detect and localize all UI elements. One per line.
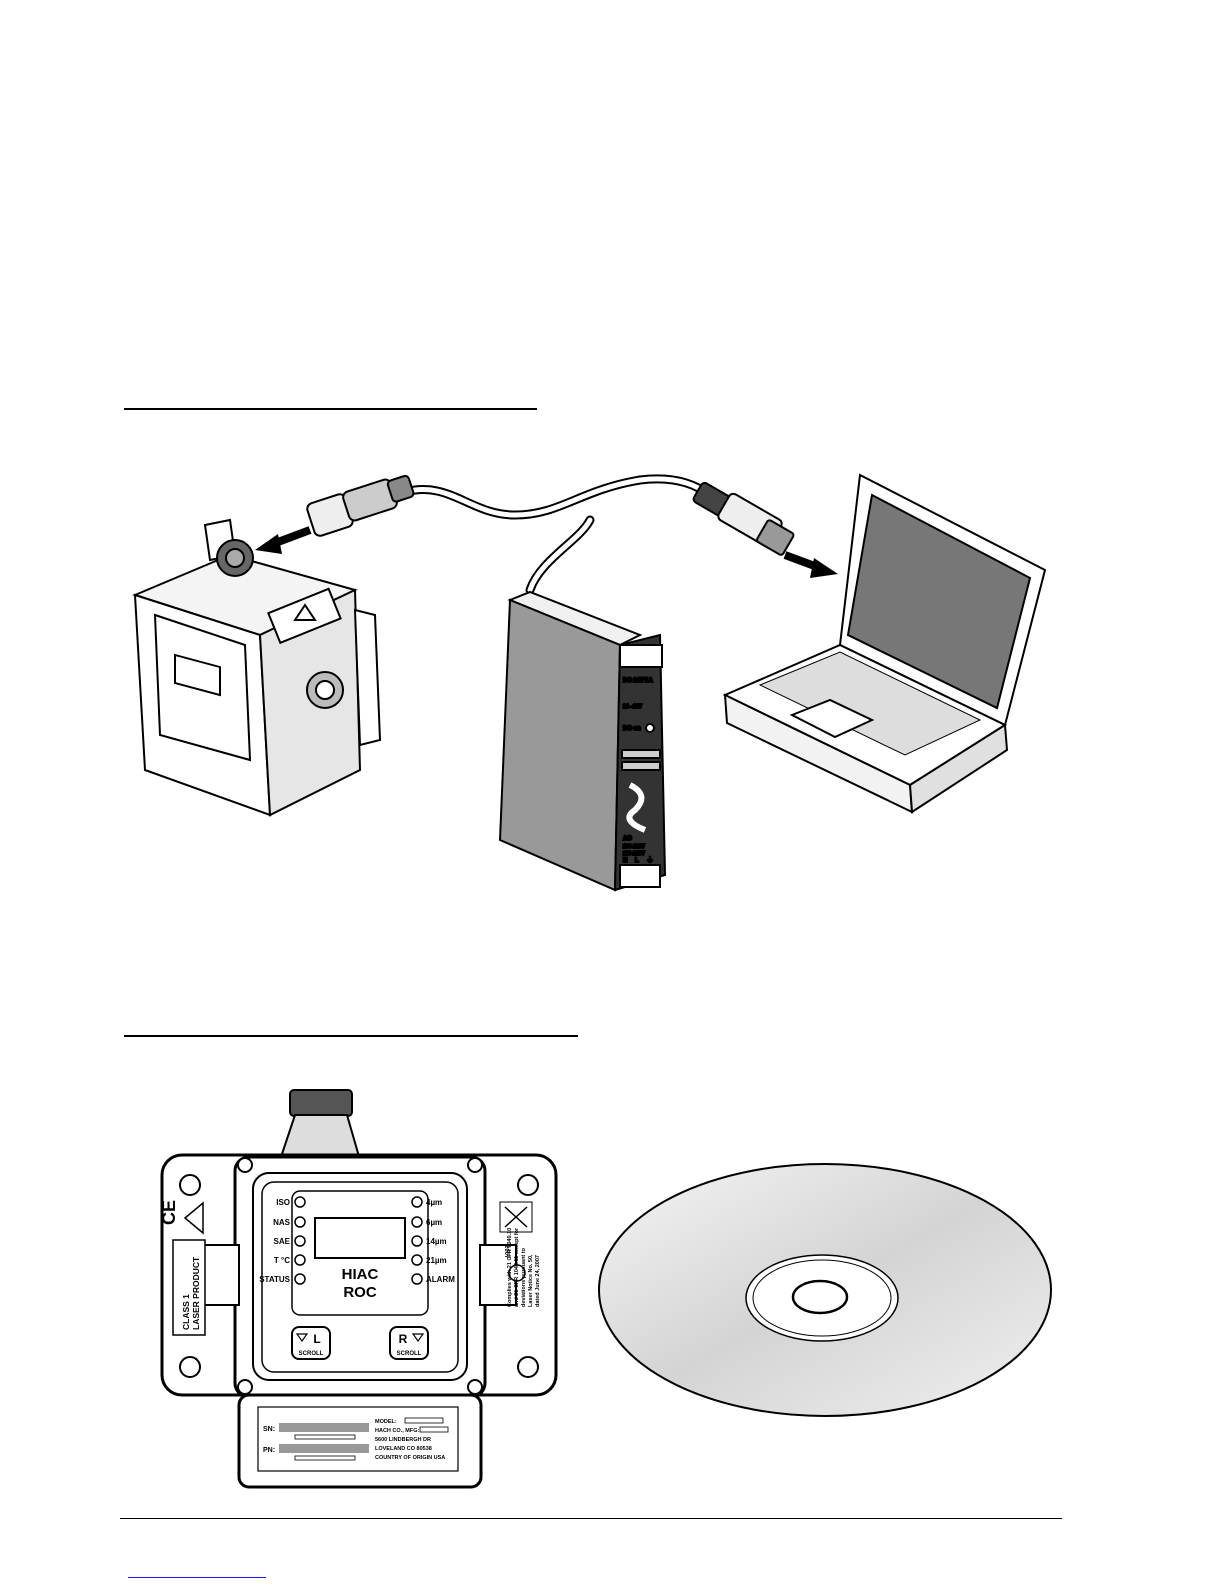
led-nas — [294, 1216, 306, 1228]
arrow-to-laptop-icon — [783, 551, 838, 578]
dc-voltage-label: DC 24V — [623, 678, 644, 684]
sensor-unit — [132, 518, 382, 817]
led-label-4um: 4µm — [426, 1198, 442, 1207]
led-21um — [411, 1254, 423, 1266]
terminal-ground: ⏚ — [647, 857, 653, 864]
led-label-sae: SAE — [274, 1237, 291, 1246]
terminal-l: L — [635, 858, 639, 864]
led-label-iso: ISO — [276, 1198, 290, 1207]
led-label-nas: NAS — [273, 1218, 291, 1227]
compliance-line-5: dated June 24, 2007 — [535, 1255, 541, 1307]
pn-label: PN: — [263, 1447, 275, 1454]
left-scroll-label: SCROLL — [299, 1351, 324, 1357]
led-iso — [294, 1196, 306, 1208]
laptop — [722, 473, 1047, 814]
ac-label: AC — [623, 836, 632, 842]
compliance-line-1: Complies with 21 CFR 1040.10 — [507, 1228, 513, 1307]
db9-connector — [692, 481, 795, 556]
ce-mark-icon: CE — [159, 1200, 179, 1225]
led-6um — [411, 1216, 423, 1228]
left-button-letter: L — [313, 1332, 320, 1346]
laser-product-label — [172, 1239, 206, 1336]
connection-illustration: DC 24V 1A 24 - 28V DC on AC 100-120V 200… — [132, 473, 1047, 892]
led-status — [294, 1273, 306, 1285]
right-scroll-label: SCROLL — [397, 1351, 422, 1357]
m12-connector — [306, 474, 415, 537]
sn-label: SN: — [263, 1426, 275, 1433]
dc-current-label: 1A — [645, 678, 653, 684]
recycle-icon — [508, 1264, 526, 1282]
right-button-letter: R — [399, 1332, 408, 1346]
laser-product-text: LASER PRODUCT — [191, 1256, 201, 1330]
barcode-sn — [279, 1423, 369, 1432]
arrow-to-sensor-icon — [255, 526, 312, 554]
cd-center-hole — [791, 1279, 849, 1315]
led-sae — [294, 1235, 306, 1247]
led-label-alarm: ALARM — [426, 1275, 455, 1284]
cd-illustration — [598, 1163, 1052, 1417]
ac-range-2: 200-240V — [623, 851, 645, 857]
section-divider-top — [124, 408, 537, 410]
terminal-n: N — [623, 858, 627, 864]
left-scroll-button[interactable]: L SCROLL — [291, 1326, 331, 1360]
year-label: 2007 — [503, 1245, 509, 1259]
barcode-pn — [279, 1444, 369, 1453]
address-line-1: 5600 LINDBERGH DR — [375, 1437, 431, 1443]
compliance-line-4: Laser Notice No. 50, — [528, 1254, 534, 1307]
display-screen — [314, 1217, 406, 1259]
led-alarm — [411, 1273, 423, 1285]
power-supply: DC 24V 1A 24 - 28V DC on AC 100-120V 200… — [498, 590, 667, 892]
ac-range-1: 100-120V — [623, 844, 645, 850]
right-scroll-button[interactable]: R SCROLL — [389, 1326, 429, 1360]
compliance-line-3: deviations pursuant to — [521, 1247, 527, 1307]
model-label: ROC — [343, 1284, 377, 1301]
sensor-front-illustration: ISO NAS SAE T °C STATUS 4µm 6µm 14µm 21µ… — [159, 1089, 558, 1489]
country-of-origin: COUNTRY OF ORIGIN USA — [375, 1455, 445, 1461]
brand-label: HIAC — [342, 1266, 379, 1283]
dc-on-label: DC on — [623, 726, 641, 732]
top-connector — [278, 1089, 362, 1161]
mfg-field-label: HACH CO., MFG: — [375, 1428, 419, 1434]
led-label-21um: 21µm — [426, 1256, 447, 1265]
laser-class-text: CLASS 1 — [181, 1294, 191, 1330]
section-divider-middle — [124, 1035, 578, 1037]
warning-triangle-icon — [183, 1201, 204, 1235]
footer-divider — [120, 1518, 1062, 1519]
footer-link-underline — [128, 1577, 266, 1578]
led-label-6um: 6µm — [426, 1218, 442, 1227]
led-4um — [411, 1196, 423, 1208]
led-label-temp: T °C — [274, 1256, 290, 1265]
led-label-status: STATUS — [259, 1275, 290, 1284]
led-temp — [294, 1254, 306, 1266]
model-field-label: MODEL: — [375, 1419, 397, 1425]
compliance-line-2: and 21 CFR 1040.11 except for — [514, 1227, 520, 1307]
address-line-2: LOVELAND CO 80538 — [375, 1446, 432, 1452]
led-14um — [411, 1235, 423, 1247]
adjust-range-label: 24 - 28V — [623, 704, 643, 710]
led-label-14um: 14µm — [426, 1237, 447, 1246]
